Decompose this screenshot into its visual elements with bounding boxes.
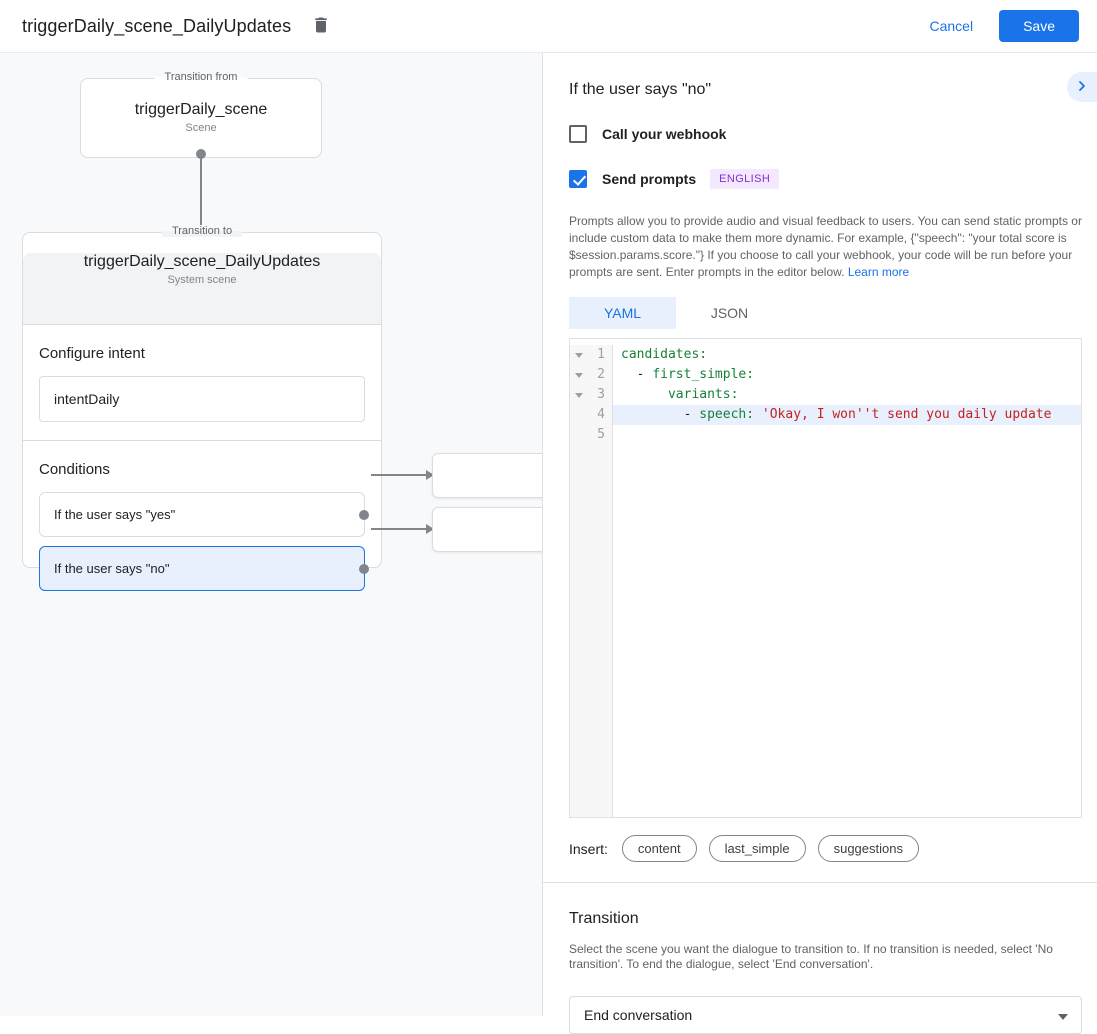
prompts-description-text: Prompts allow you to provide audio and v… bbox=[569, 214, 1082, 279]
flow-connector-line bbox=[200, 153, 202, 265]
transition-section: Transition Select the scene you want the… bbox=[543, 883, 1097, 1034]
webhook-checkbox[interactable] bbox=[569, 125, 587, 143]
line-number: 3 bbox=[597, 387, 605, 402]
connector-dot bbox=[359, 563, 369, 574]
save-button[interactable]: Save bbox=[999, 10, 1079, 42]
webhook-label: Call your webhook bbox=[602, 126, 727, 142]
prompt-code-editor[interactable]: 1 candidates: 2 - first_simple: 3 varian… bbox=[569, 338, 1082, 818]
tab-yaml[interactable]: YAML bbox=[569, 297, 676, 329]
conditions-section: Conditions If the user says "yes" If the… bbox=[23, 440, 381, 609]
code-line-3[interactable]: 3 variants: bbox=[570, 385, 1081, 405]
send-prompts-checkbox[interactable] bbox=[569, 170, 587, 188]
fold-icon[interactable] bbox=[575, 352, 583, 358]
code-token: - bbox=[621, 407, 700, 422]
transition-heading: Transition bbox=[569, 910, 639, 927]
scene-card-header: triggerDaily_scene_DailyUpdates System s… bbox=[23, 253, 381, 325]
code-token: first_simple: bbox=[652, 367, 755, 382]
insert-label: Insert: bbox=[569, 840, 608, 857]
condition-row-yes[interactable]: If the user says "yes" bbox=[39, 492, 369, 537]
cancel-button[interactable]: Cancel bbox=[929, 18, 974, 34]
send-prompts-option[interactable]: Send prompts ENGLISH bbox=[569, 169, 1080, 189]
call-webhook-option[interactable]: Call your webhook bbox=[569, 125, 1080, 143]
intent-field-value: intentDaily bbox=[54, 391, 120, 407]
editor-empty-area[interactable] bbox=[570, 445, 1081, 817]
transition-select-value: End conversation bbox=[584, 1007, 693, 1023]
intent-field[interactable]: intentDaily bbox=[39, 376, 365, 422]
conditions-heading: Conditions bbox=[39, 461, 110, 478]
collapse-panel-button[interactable] bbox=[1067, 72, 1097, 102]
scene-type: System scene bbox=[167, 274, 237, 286]
line-number: 2 bbox=[597, 367, 605, 382]
tab-json[interactable]: JSON bbox=[710, 305, 749, 321]
code-token: candidates: bbox=[621, 347, 708, 362]
scene-card: Transition to triggerDaily_scene_DailyUp… bbox=[22, 225, 382, 591]
configure-intent-section: Configure intent intentDaily bbox=[23, 325, 381, 440]
code-line-1[interactable]: 1 candidates: bbox=[570, 345, 1081, 365]
code-line-4-active[interactable]: 4 - speech: 'Okay, I won''t send you dai… bbox=[570, 405, 1081, 425]
trash-icon bbox=[311, 14, 331, 39]
from-scene-type: Scene bbox=[185, 122, 217, 134]
section-divider bbox=[543, 882, 1097, 883]
transition-from-legend: Transition from bbox=[154, 71, 248, 83]
transition-description: Select the scene you want the dialogue t… bbox=[569, 942, 1053, 971]
code-line-2[interactable]: 2 - first_simple: bbox=[570, 365, 1081, 385]
prompts-description: Prompts allow you to provide audio and v… bbox=[569, 213, 1082, 281]
delete-button[interactable] bbox=[309, 12, 333, 41]
from-scene-name: triggerDaily_scene bbox=[134, 101, 268, 118]
code-token bbox=[621, 387, 668, 402]
fold-icon[interactable] bbox=[575, 392, 583, 398]
editor-format-tabs: YAML JSON bbox=[569, 297, 1080, 329]
insert-content-chip[interactable]: content bbox=[621, 835, 697, 862]
insert-last-simple-chip[interactable]: last_simple bbox=[708, 835, 806, 862]
code-token: - bbox=[621, 367, 653, 382]
dropdown-caret-icon bbox=[1058, 1014, 1068, 1020]
insert-suggestions-chip[interactable]: suggestions bbox=[817, 835, 919, 862]
chevron-right-icon bbox=[1076, 80, 1088, 95]
code-line-5[interactable]: 5 bbox=[570, 425, 1081, 445]
panel-title: If the user says "no" bbox=[569, 81, 712, 98]
language-badge: ENGLISH bbox=[710, 169, 780, 189]
line-number: 4 bbox=[597, 407, 605, 422]
code-token: 'Okay, I won''t send you daily update bbox=[754, 407, 1052, 422]
condition-no-label: If the user says "no" bbox=[54, 561, 170, 576]
insert-snippet-row: Insert: content last_simple suggestions bbox=[569, 835, 1080, 862]
line-number: 5 bbox=[597, 427, 605, 442]
configure-intent-heading: Configure intent bbox=[39, 345, 145, 362]
condition-row-no[interactable]: If the user says "no" bbox=[39, 546, 369, 591]
transition-from-node[interactable]: Transition from triggerDaily_scene Scene bbox=[80, 71, 322, 158]
condition-no-arrow bbox=[371, 524, 434, 534]
condition-no-target-node[interactable] bbox=[432, 507, 542, 552]
line-number: 1 bbox=[597, 347, 605, 362]
code-token: variants: bbox=[667, 387, 739, 402]
scene-name: triggerDaily_scene_DailyUpdates bbox=[83, 253, 321, 270]
scene-diagram-canvas: Transition from triggerDaily_scene Scene… bbox=[0, 53, 542, 1016]
connector-dot bbox=[359, 509, 369, 520]
condition-yes-target-node[interactable] bbox=[432, 453, 542, 498]
condition-yes-arrow bbox=[371, 470, 434, 480]
condition-yes-label: If the user says "yes" bbox=[54, 507, 176, 522]
code-token: speech: bbox=[699, 407, 755, 422]
condition-detail-panel: If the user says "no" Call your webhook … bbox=[542, 53, 1097, 1034]
transition-select[interactable]: End conversation bbox=[569, 996, 1082, 1034]
learn-more-link[interactable]: Learn more bbox=[847, 265, 910, 279]
fold-icon[interactable] bbox=[575, 372, 583, 378]
page-title: triggerDaily_scene_DailyUpdates bbox=[22, 15, 292, 36]
top-bar: triggerDaily_scene_DailyUpdates Cancel S… bbox=[0, 0, 1097, 53]
send-prompts-label: Send prompts bbox=[602, 171, 697, 187]
transition-to-legend: Transition to bbox=[161, 225, 243, 237]
